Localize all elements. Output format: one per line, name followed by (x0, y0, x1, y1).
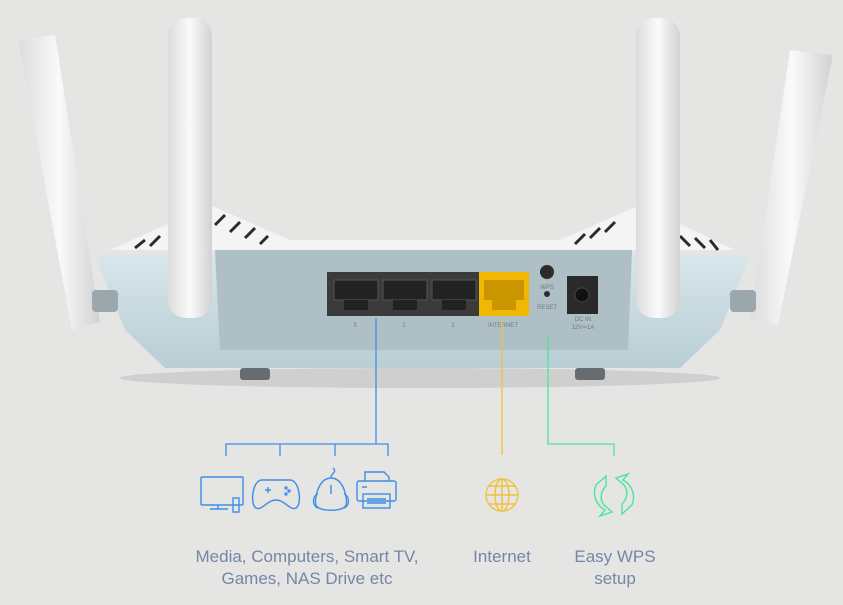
tv-icon (200, 476, 244, 513)
lan-caption-line1: Media, Computers, Smart TV, (195, 547, 419, 566)
lan-caption: Media, Computers, Smart TV, Games, NAS D… (196, 546, 419, 590)
gamepad-icon (251, 479, 301, 510)
printer-icon (356, 471, 397, 509)
antenna-left-inner (168, 18, 212, 318)
antennas (18, 18, 833, 330)
internet-caption: Internet (473, 546, 531, 568)
wps-caption-line2: setup (594, 569, 636, 588)
lan-caption-line2: Games, NAS Drive etc (221, 569, 393, 588)
wps-connector-line (547, 335, 615, 456)
reset-label: RESET (537, 305, 557, 311)
port-label: INTERNET (488, 323, 518, 329)
router-foot (240, 368, 270, 380)
port-label: 2 (402, 323, 406, 329)
wps-label: WPS (540, 285, 554, 291)
mouse-icon (312, 467, 350, 511)
devices-icons (200, 467, 397, 513)
internet-port (479, 272, 529, 316)
router-foot (575, 368, 605, 380)
sync-arrows-icon (593, 472, 635, 518)
lan-ports (327, 272, 480, 316)
antenna-left-outer (18, 35, 100, 330)
wps-button (540, 265, 554, 279)
port-label: 1 (451, 323, 455, 329)
power-label: 12V⎓1A (572, 325, 595, 331)
antenna-right-outer (750, 50, 833, 325)
lan-connector-line (225, 318, 389, 456)
port-label: 3 (353, 323, 357, 329)
shadow (120, 368, 720, 388)
wps-caption: Easy WPS setup (574, 546, 655, 590)
wps-caption-line1: Easy WPS (574, 547, 656, 566)
router-top (110, 205, 735, 251)
antenna-right-inner (636, 18, 680, 318)
power-label: DC IN (575, 317, 591, 323)
reset-hole (544, 291, 550, 297)
globe-icon (485, 478, 519, 512)
internet-caption-line1: Internet (473, 547, 531, 566)
